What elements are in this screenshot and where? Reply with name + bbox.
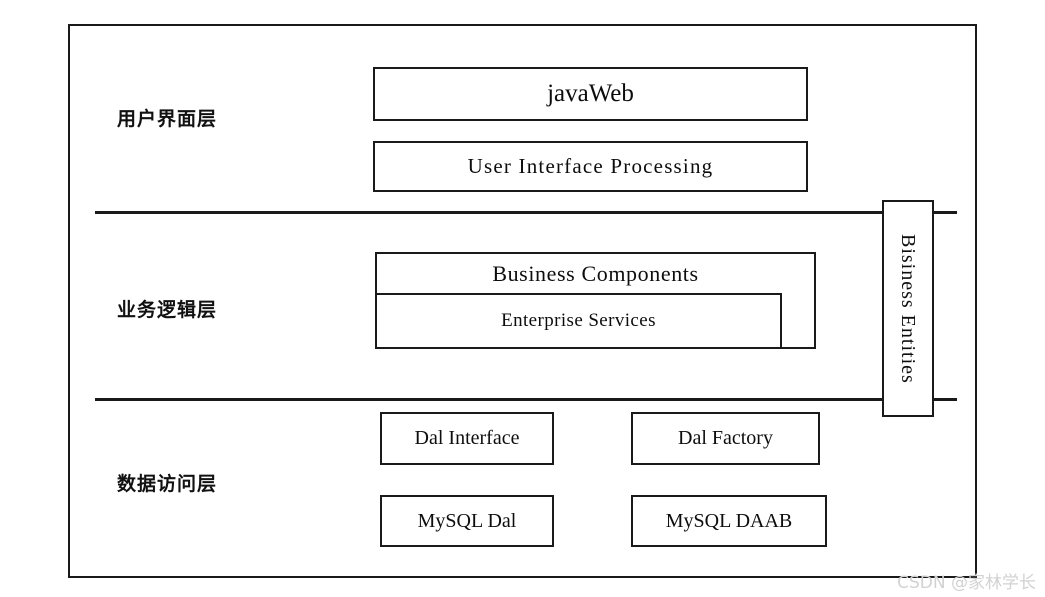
node-dal-factory: Dal Factory	[631, 412, 820, 465]
layer-divider-business-data	[95, 398, 957, 401]
node-dal-interface: Dal Interface	[380, 412, 554, 465]
node-javaweb: javaWeb	[373, 67, 808, 121]
node-enterprise-services: Enterprise Services	[375, 293, 782, 349]
node-bisiness-entities-label: Bisiness Entities	[897, 233, 919, 384]
diagram-outer-frame	[68, 24, 977, 578]
watermark: CSDN @家林学长	[897, 573, 1036, 593]
layer-label-data-access: 数据访问层	[117, 473, 218, 495]
node-mysql-daab: MySQL DAAB	[631, 495, 827, 547]
layer-label-presentation: 用户界面层	[117, 108, 218, 130]
layer-label-business: 业务逻辑层	[117, 299, 218, 321]
node-user-interface-processing: User Interface Processing	[373, 141, 808, 192]
node-mysql-dal: MySQL Dal	[380, 495, 554, 547]
node-bisiness-entities: Bisiness Entities	[882, 200, 934, 417]
layer-divider-presentation-business	[95, 211, 957, 214]
